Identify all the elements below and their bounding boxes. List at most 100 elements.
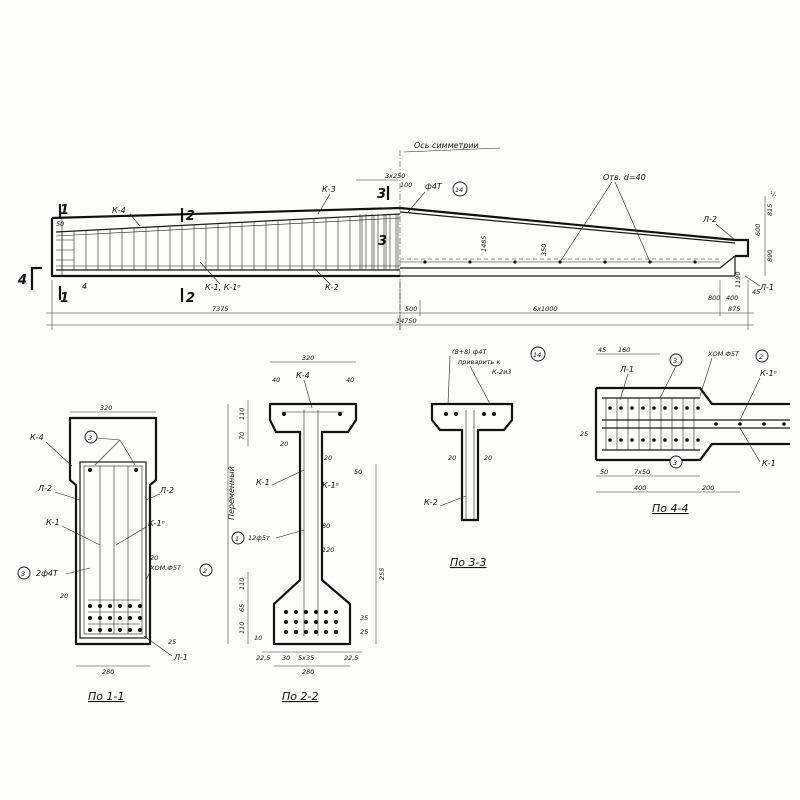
rebar-dot — [652, 438, 656, 442]
hole-group — [423, 260, 697, 264]
s22-width-bottom: 280 — [302, 668, 314, 676]
rebar-dot — [324, 610, 328, 614]
dim-14750: 14750 — [396, 317, 417, 325]
section-mark-1-bottom: 1 — [60, 291, 69, 306]
rebar-dot — [641, 406, 645, 410]
rebar-dot — [324, 620, 328, 624]
label-k1: К-1, К-1ᵒ — [205, 283, 241, 292]
dim-800: 800 — [708, 294, 720, 302]
label-k4: К-4 — [112, 206, 126, 215]
dim-400: 400 — [726, 294, 738, 302]
s11-l1: Л-1 — [173, 653, 188, 662]
rebar-dot — [652, 406, 656, 410]
rebar-dot — [284, 620, 288, 624]
s22-dim-110c: 110 — [238, 622, 246, 634]
s33-weld2-label: К-2и3 — [492, 368, 511, 376]
s33-title: По 3-3 — [450, 556, 486, 569]
section-mark-1-top: 1 — [60, 203, 69, 218]
label-4: 4 — [82, 282, 87, 291]
s44-dim-50: 50 — [600, 468, 608, 476]
hole-mark — [513, 260, 517, 264]
s44-l1: Л-1 — [619, 365, 634, 374]
s11-l2-left: Л-2 — [37, 484, 52, 493]
beam-elevation: 1 1 2 2 3 3 4 К-4 К-3 К-2 К-1, К-1ᵒ 4 Л-… — [17, 141, 777, 330]
section-mark-3-bottom: 3 — [378, 234, 387, 249]
rebar-dot — [108, 604, 112, 608]
rebar-dot — [696, 438, 700, 442]
rebar-dot — [782, 422, 786, 426]
s22-dim-22-5b: 22,5 — [344, 654, 358, 662]
section-1-1: 320 280 К-4 3 Л-2 Л-2 К-1 К-1ᵒ 3 2ф4Т ХО… — [17, 404, 213, 703]
s11-dim-20a: 20 — [60, 592, 68, 600]
rebar-dot — [118, 604, 122, 608]
rebar-dot — [314, 620, 318, 624]
s44-k1: К-1 — [762, 459, 776, 468]
section-mark-3-top: 3 — [377, 187, 386, 202]
rebar-dot — [482, 412, 486, 416]
s11-dim-20b: 20 — [150, 554, 158, 562]
rebar-dot — [492, 412, 496, 416]
s44-dim-7x50: 7x50 — [634, 468, 650, 476]
s11-dim-25: 25 — [168, 638, 176, 646]
s22-dim-40b: 40 — [346, 376, 354, 384]
dim-7375: 7375 — [212, 305, 229, 313]
rebar-dot — [696, 406, 700, 410]
label-k2: К-2 — [325, 283, 339, 292]
rebar-dot — [334, 620, 338, 624]
rebar-dot — [128, 616, 132, 620]
s44-xom: ХОМ.Ф5Т — [707, 350, 740, 358]
s44-callout-3b: 3 — [673, 459, 677, 467]
rebar-dot — [334, 610, 338, 614]
rebar-dot — [88, 628, 92, 632]
s22-dim-255: 255 — [378, 568, 386, 580]
section-4-4: 45 160 Л-1 3 ХОМ.Ф5Т 2 К-1ᵒ 25 3 К-1 50 … — [580, 346, 790, 515]
rebar-dot — [619, 406, 623, 410]
rebar-dot — [619, 438, 623, 442]
rebar-dot — [88, 468, 92, 472]
s22-dim-10: 10 — [254, 634, 262, 642]
rebar-dot — [284, 610, 288, 614]
rebar-dot — [338, 412, 342, 416]
rebar-dot — [314, 610, 318, 614]
rebar-dot — [128, 604, 132, 608]
hole-mark — [693, 260, 697, 264]
rebar-dot — [324, 630, 328, 634]
s22-dim-20a: 20 — [280, 440, 288, 448]
label-l1: Л-1 — [759, 283, 774, 292]
section-mark-2-top: 2 — [186, 209, 195, 224]
rebar-dot — [294, 620, 298, 624]
rebar-dot — [108, 616, 112, 620]
s44-dim-400: 400 — [634, 484, 646, 492]
s11-k1: К-1 — [46, 518, 60, 527]
label-l2: Л-2 — [702, 215, 717, 224]
dim-slash: ¹/. — [770, 190, 777, 198]
rebar-dot — [304, 610, 308, 614]
rebar-dot — [314, 630, 318, 634]
s22-dim-120: 120 — [322, 546, 334, 554]
s44-callout-3a: 3 — [673, 357, 677, 365]
s22-variable-label: Переменный — [227, 466, 236, 520]
s11-width-top: 320 — [100, 404, 112, 412]
dim-600: 600 — [754, 224, 762, 236]
s22-dim-70: 70 — [238, 432, 246, 440]
rebar-dot — [138, 628, 142, 632]
s33-weld-label: приварить к — [458, 358, 500, 366]
rebar-dot — [630, 438, 634, 442]
s44-dim-160: 160 — [618, 346, 630, 354]
rebar-dot — [138, 604, 142, 608]
rebar-dot — [454, 412, 458, 416]
rebar-dot — [128, 628, 132, 632]
rebar-dot — [630, 406, 634, 410]
s22-k4: К-4 — [296, 371, 310, 380]
s22-dim-5x35: 5x35 — [298, 654, 314, 662]
rebar-dot — [685, 438, 689, 442]
s11-title: По 1-1 — [88, 690, 124, 703]
rebar-dot — [118, 616, 122, 620]
dim-890: 890 — [766, 250, 774, 262]
section-mark-2-bottom: 2 — [186, 291, 195, 306]
s22-dim-35: 35 — [360, 614, 368, 622]
hole-mark — [468, 260, 472, 264]
rebar-dot — [98, 628, 102, 632]
dim-350: 350 — [540, 244, 548, 256]
dim-6x1000: 6x1000 — [533, 305, 558, 313]
